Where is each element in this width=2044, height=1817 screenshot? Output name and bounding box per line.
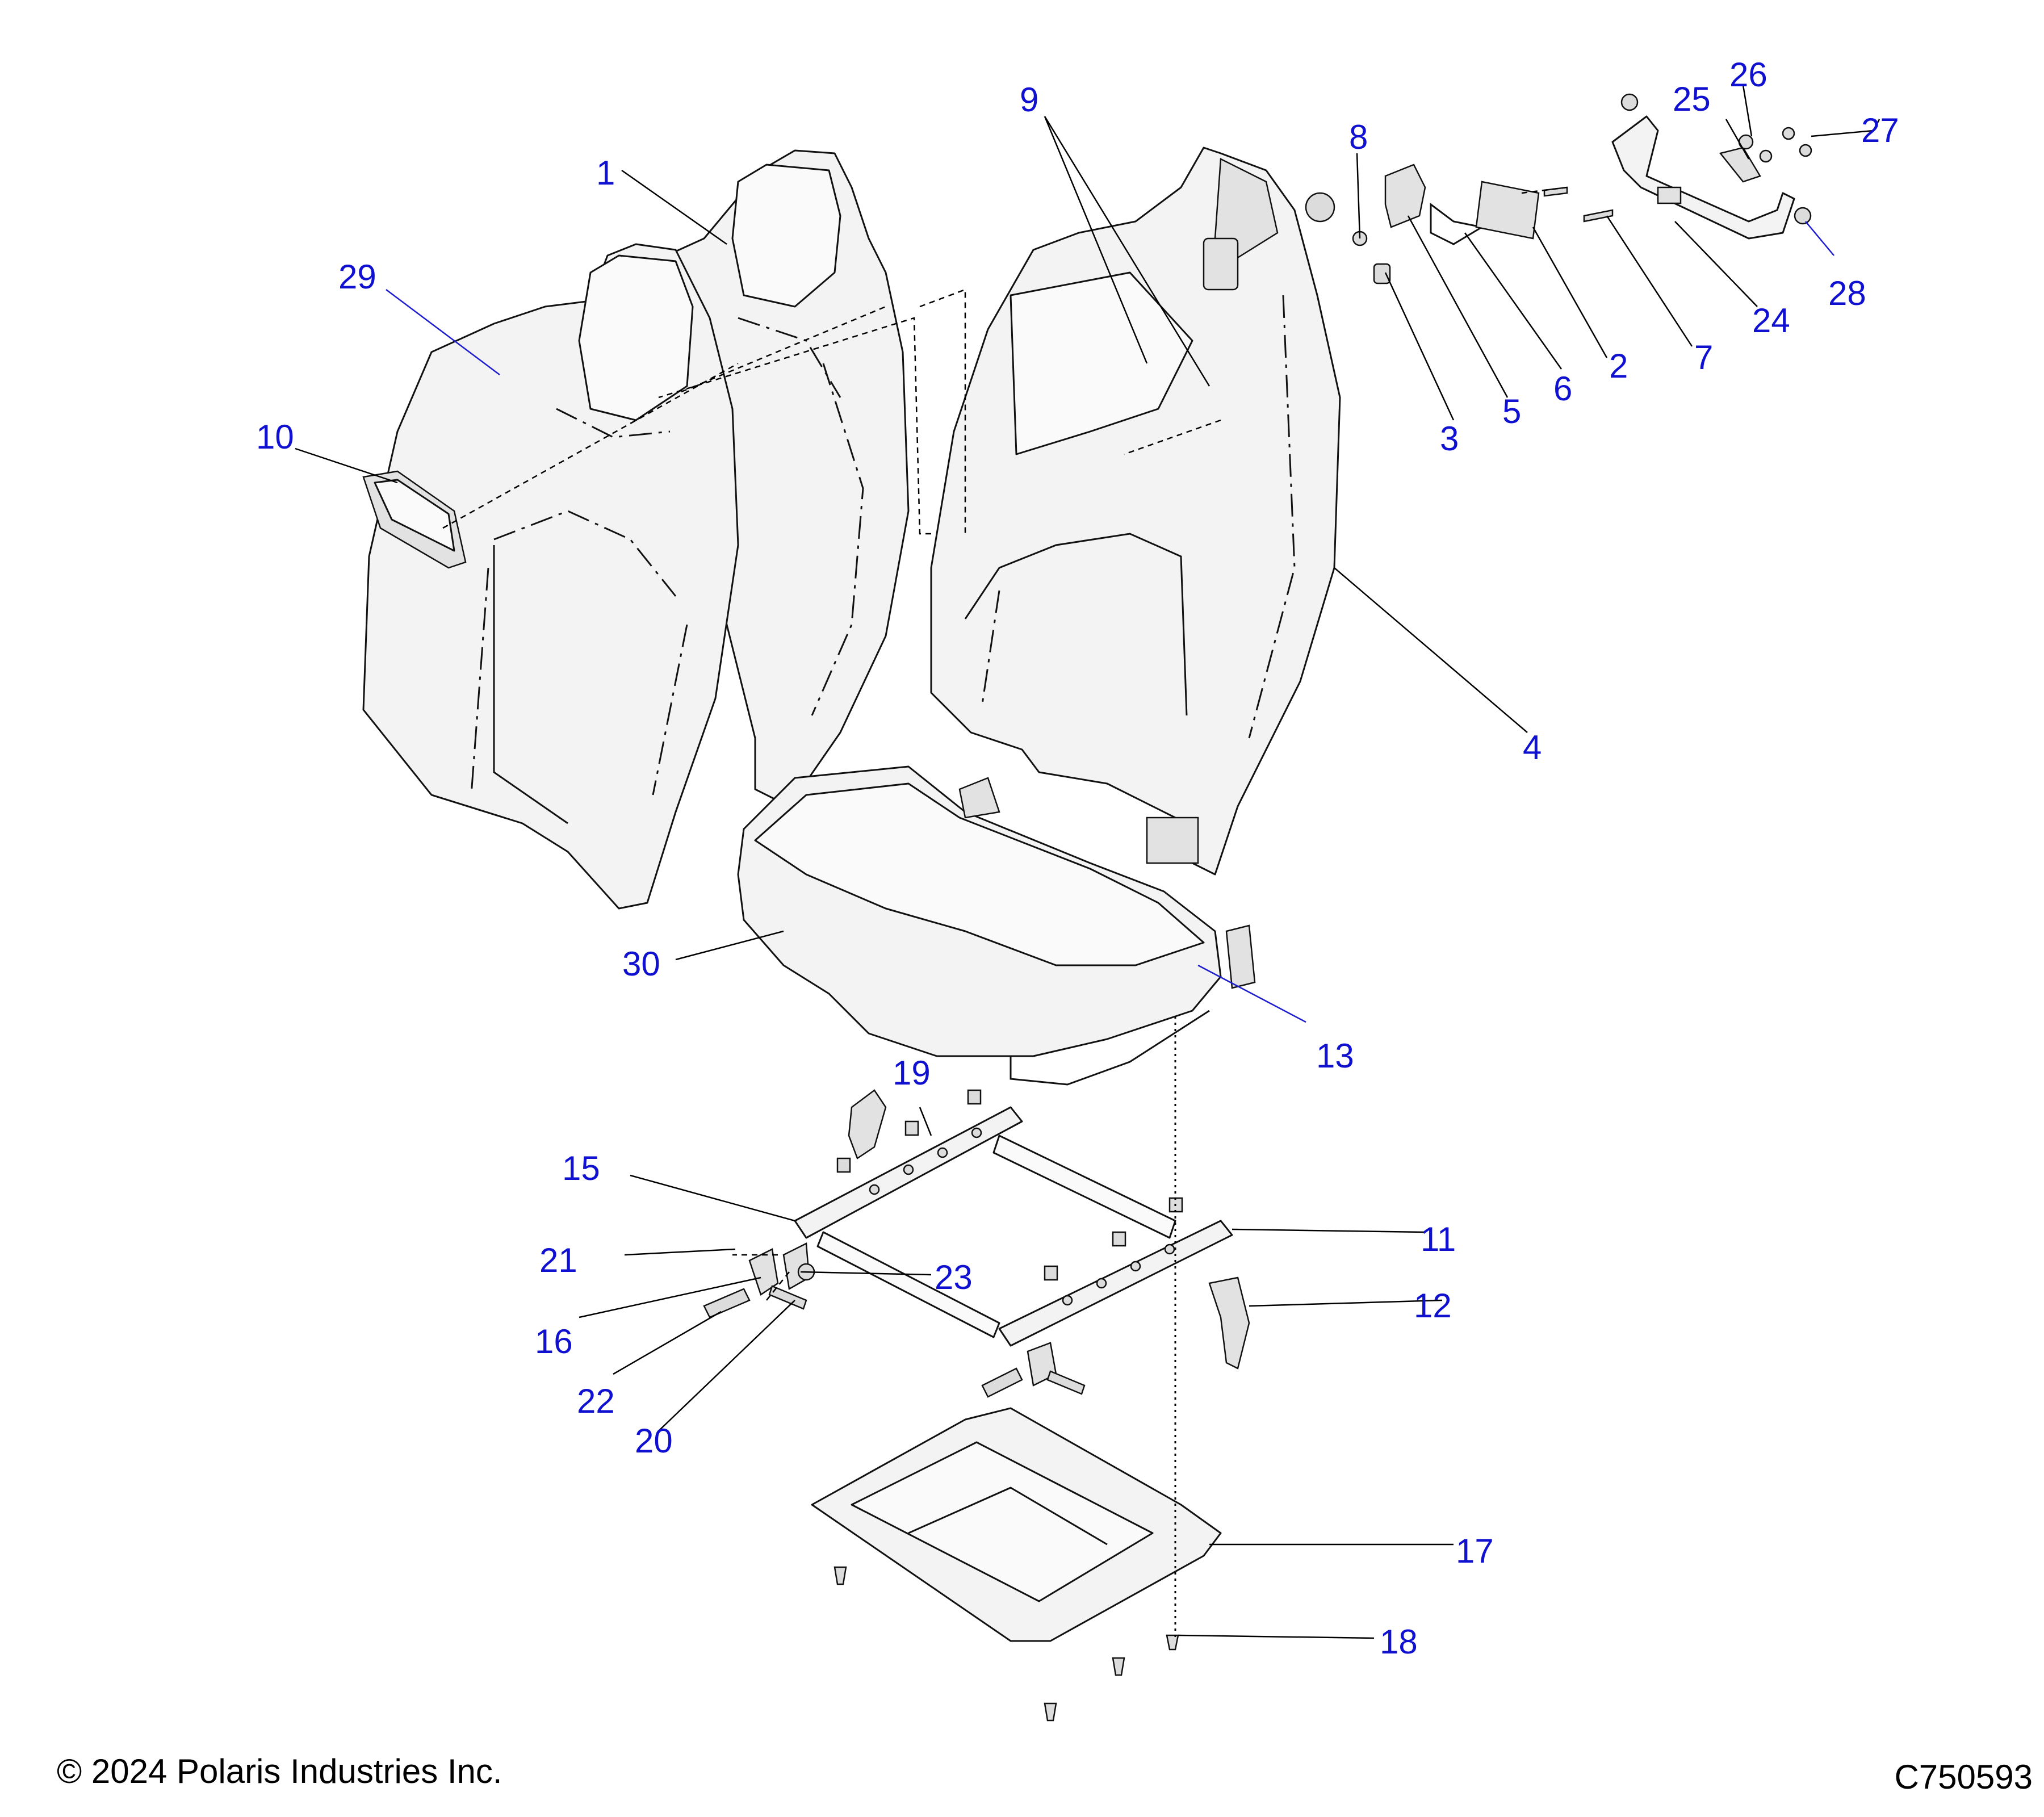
seat-bottom-cushion xyxy=(737,765,1256,1086)
callout-7: 7 xyxy=(1694,338,1713,376)
seat-badge xyxy=(362,470,467,569)
callout-10: 10 xyxy=(256,418,294,456)
callout-4: 4 xyxy=(1523,729,1542,767)
callout-27: 27 xyxy=(1861,111,1899,149)
drawing-id: C750593 xyxy=(1894,1758,2033,1796)
callout-16: 16 xyxy=(535,1322,573,1360)
seat-frame xyxy=(794,1106,1233,1347)
callout-9: 9 xyxy=(1020,81,1038,119)
callout-22: 22 xyxy=(577,1382,615,1420)
latch-hardware xyxy=(1305,164,1614,284)
callout-6: 6 xyxy=(1553,370,1572,408)
alignment-lines xyxy=(442,186,1568,1641)
copyright-notice: © 2024 Polaris Industries Inc. xyxy=(57,1752,502,1790)
callout-21: 21 xyxy=(539,1241,577,1279)
callout-13: 13 xyxy=(1316,1037,1354,1075)
callout-18: 18 xyxy=(1380,1623,1418,1661)
callout-29: 29 xyxy=(338,258,376,296)
callout-30: 30 xyxy=(622,945,660,983)
callout-3: 3 xyxy=(1440,420,1459,458)
callout-26: 26 xyxy=(1729,56,1767,94)
leader-lines xyxy=(295,85,1880,1639)
callout-12: 12 xyxy=(1414,1287,1452,1325)
callout-labels: 1 2 3 4 5 6 7 8 9 10 11 12 13 15 16 17 1… xyxy=(256,56,1899,1661)
screws xyxy=(833,1566,1179,1722)
callout-28: 28 xyxy=(1828,274,1866,312)
callout-1: 1 xyxy=(596,154,615,192)
callout-19: 19 xyxy=(893,1054,931,1092)
callout-24: 24 xyxy=(1752,302,1790,340)
headrest-bracket xyxy=(1611,93,1812,240)
seat-base-pan xyxy=(811,1407,1222,1642)
callout-11: 11 xyxy=(1421,1220,1456,1258)
callout-25: 25 xyxy=(1673,80,1711,118)
callout-2: 2 xyxy=(1609,347,1628,385)
callout-17: 17 xyxy=(1456,1532,1494,1570)
seat-back-cushion-front xyxy=(362,243,739,910)
seat-back-shell xyxy=(930,146,1341,876)
callout-23: 23 xyxy=(935,1258,973,1296)
callout-15: 15 xyxy=(562,1149,600,1187)
callout-20: 20 xyxy=(635,1422,673,1460)
callout-5: 5 xyxy=(1502,392,1521,430)
callout-8: 8 xyxy=(1349,118,1368,156)
